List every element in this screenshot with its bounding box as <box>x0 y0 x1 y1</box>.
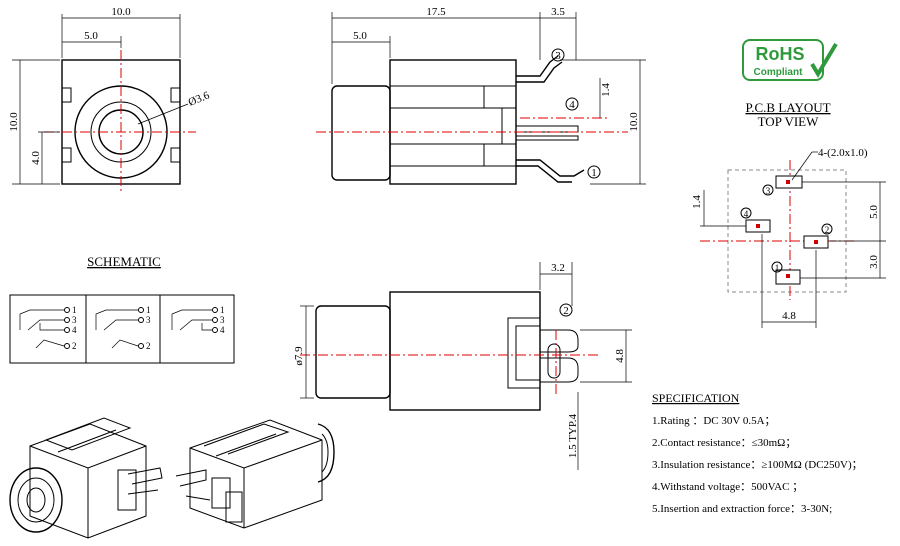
side-pin-label-3: 3 <box>555 50 561 62</box>
dim-bottom-pin-ext: 3.2 <box>551 262 565 274</box>
isometric-view-rear <box>175 419 335 529</box>
pcb-pad-label-2: 2 <box>825 225 830 235</box>
svg-text:2: 2 <box>72 341 77 351</box>
specification: SPECIFICATION 1.Rating ：DC 30V 0.5A； 2.C… <box>652 391 863 515</box>
check-icon <box>810 42 838 78</box>
pcb-pad-note: 4-(2.0x1.0) <box>818 147 868 159</box>
dim-front-half: 5.0 <box>84 30 98 42</box>
front-view: 10.0 5.0 10.0 4.0 Ø3.6 <box>8 6 212 194</box>
pcb-subtitle: TOP VIEW <box>758 114 820 129</box>
svg-text:4: 4 <box>220 325 225 335</box>
isometric-view-front <box>9 417 163 539</box>
svg-text:4: 4 <box>72 325 77 335</box>
schematic-title: SCHEMATIC <box>87 254 161 269</box>
schematic: SCHEMATIC 1 3 4 2 1 3 2 1 3 4 <box>9 254 235 364</box>
pcb-pad-label-1: 1 <box>775 263 780 273</box>
pcb-dim-bottom: 4.8 <box>782 310 796 322</box>
dim-side-front: 5.0 <box>353 30 367 42</box>
pcb-pad-label-3: 3 <box>766 186 771 196</box>
svg-text:3: 3 <box>220 315 225 325</box>
bottom-view: 2 ø7.9 3.2 4.8 1.5 TYP.4 <box>293 262 632 470</box>
side-body <box>389 59 517 185</box>
dim-front-width: 10.0 <box>111 6 131 18</box>
dim-bottom-dia: ø7.9 <box>293 346 305 366</box>
svg-text:3: 3 <box>72 315 77 325</box>
pcb-dim-right-top: 5.0 <box>868 205 880 219</box>
pcb-layout: P.C.B LAYOUT TOP VIEW 3 4 2 1 4-(2.0x1.0… <box>691 100 886 328</box>
dim-bottom-typ: 1.5 TYP.4 <box>567 413 579 458</box>
pcb-title: P.C.B LAYOUT <box>745 100 830 115</box>
pcb-pad-label-4: 4 <box>744 209 749 219</box>
dim-hole-dia: Ø3.6 <box>187 89 212 108</box>
svg-text:1: 1 <box>72 305 77 315</box>
dim-bottom-pitch: 4.8 <box>614 349 626 363</box>
svg-text:RoHS: RoHS <box>756 44 805 64</box>
spec-item-1: 1.Rating ：DC 30V 0.5A； <box>652 415 776 427</box>
spec-item-2: 2.Contact resistance：≤30mΩ； <box>652 437 796 449</box>
svg-text:1: 1 <box>146 305 151 315</box>
dim-side-length: 17.5 <box>426 6 446 18</box>
svg-text:2: 2 <box>146 341 151 351</box>
dim-side-pin-gap: 1.4 <box>600 83 612 97</box>
dim-front-height: 10.0 <box>8 112 20 132</box>
pcb-dim-right-bottom: 3.0 <box>868 255 880 269</box>
side-pin-label-1: 1 <box>591 167 597 179</box>
spec-item-5: 5.Insertion and extraction force：3-30N; <box>652 503 832 515</box>
spec-item-4: 4.Withstand voltage：500VAC ； <box>652 481 803 493</box>
bottom-pin-label-2: 2 <box>563 305 569 317</box>
side-pin-label-4: 4 <box>569 99 575 111</box>
side-nose <box>331 85 391 181</box>
rohs-logo: RoHS Compliant <box>742 39 838 81</box>
spec-item-3: 3.Insulation resistance：≥100MΩ (DC250V)； <box>652 459 863 471</box>
bottom-nose <box>315 305 391 399</box>
dim-front-center: 4.0 <box>30 151 42 165</box>
bottom-body <box>389 291 541 411</box>
svg-text:3: 3 <box>146 315 151 325</box>
side-view: 3 4 1 17.5 5.0 3.5 10.0 1.4 <box>316 6 646 185</box>
dim-side-pin-ext: 3.5 <box>551 6 565 18</box>
pcb-outline <box>727 169 847 293</box>
spec-title: SPECIFICATION <box>652 391 740 405</box>
svg-text:1: 1 <box>220 305 225 315</box>
svg-text:Compliant: Compliant <box>754 67 804 78</box>
pcb-dim-left: 1.4 <box>691 195 703 209</box>
dim-side-height: 10.0 <box>628 112 640 132</box>
